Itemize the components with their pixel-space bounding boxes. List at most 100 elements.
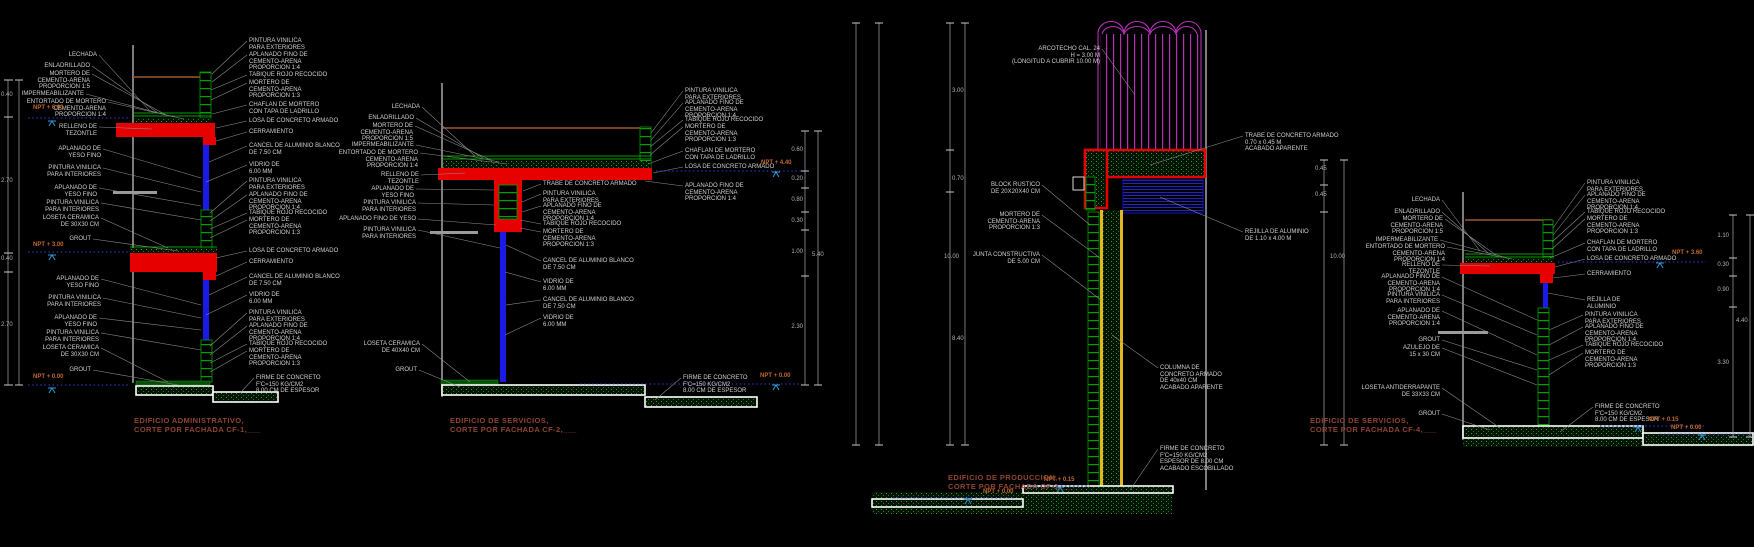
- leader-line: [107, 101, 185, 120]
- annotation-label: MORTERO DE CEMENTO-ARENA PROPORCION 1:3: [987, 212, 1040, 231]
- leader-line: [208, 145, 248, 163]
- annotation-label: ENLADRILLADO: [44, 63, 90, 69]
- annotation-label: CERRAMIENTO: [249, 259, 294, 265]
- leader-line: [1441, 276, 1538, 321]
- annotation-label: TRABE DE CONCRETO ARMADO 0.70 x 0.45 M A…: [1245, 133, 1339, 152]
- leader-line: [415, 144, 500, 163]
- leader-line: [100, 217, 169, 249]
- annotation-label: PINTURA VINILICA PARA EXTERIORES: [1587, 180, 1643, 193]
- annotation-label: CANCEL DE ALUMINIO BLANCO DE 7.50 CM: [249, 274, 340, 287]
- annotation-label: APLANADO DE YESO FINO: [56, 276, 99, 289]
- annotation-label: LOSETA ANTIDERRAPANTE DE 33X33 CM: [1361, 385, 1440, 398]
- leader-line: [1441, 413, 1491, 431]
- level-marker-icon: [1056, 486, 1064, 493]
- level-text: NPT + 6.00: [33, 105, 64, 111]
- dimension-text: 0.30: [1717, 262, 1729, 268]
- annotation-label: TABIQUE ROJO RECOCIDO: [543, 221, 622, 227]
- annotation-label: APLANADO DE CEMENTO-ARENA PROPORCION 1:4: [1387, 308, 1440, 327]
- leader-line: [215, 261, 248, 277]
- level-marker-icon: [1698, 434, 1706, 441]
- leader-line: [215, 131, 248, 142]
- annotation-label: RELLENO DE TEZONTLE: [1401, 262, 1440, 275]
- leader-line: [420, 172, 466, 176]
- leader-line: [210, 74, 248, 91]
- annotation-label: RELLENO DE TEZONTLE: [380, 172, 419, 185]
- annotation-label: MORTERO DE CEMENTO-ARENA PROPORCION 1:3: [249, 217, 302, 236]
- annotation-label: LECHADA: [391, 104, 420, 110]
- leader-line: [649, 126, 684, 156]
- leader-line: [98, 187, 202, 207]
- level-marker-icon: [772, 384, 780, 391]
- dimension-text: 2.70: [1, 322, 13, 328]
- dimension-text: 0.90: [1717, 287, 1729, 293]
- annotation-label: PINTURA VINILICA PARA INTERIORES: [45, 200, 99, 213]
- leader-line: [654, 377, 682, 401]
- leader-line: [215, 250, 248, 259]
- annotation-label: TABIQUE ROJO RECOCIDO: [249, 210, 328, 216]
- dimension-text: 0.30: [791, 218, 803, 224]
- annotation-label: APLANADO FINO DE CEMENTO-ARENA PROPORCIO…: [1587, 192, 1646, 211]
- leader-line: [91, 65, 159, 114]
- dimension-text: 10.00: [944, 254, 960, 260]
- annotation-label: LECHADA: [68, 52, 97, 58]
- title-cf3: EDIFICIO DE PRODUCCION, CORTE POR FACHAD…: [948, 473, 1075, 491]
- annotation-label: IMPERMEABILIZANTE: [21, 91, 84, 97]
- leader-line: [1129, 448, 1159, 491]
- leader-line: [211, 104, 248, 115]
- annotation-label: MORTERO DE CEMENTO-ARENA PROPORCION 1:3: [685, 124, 738, 143]
- dimension-text: 0.40: [1, 92, 13, 98]
- title-cf4: EDIFICIO DE SERVICIOS, CORTE POR FACHADA…: [1310, 416, 1437, 434]
- annotation-label: CERRAMIENTO: [249, 129, 294, 135]
- leader-line: [417, 202, 495, 206]
- level-marker-icon: [964, 498, 972, 505]
- annotation-label: FIRME DE CONCRETO F'C=150 KG/CM2 8.00 CM…: [1595, 404, 1660, 423]
- annotation-label: PINTURA VINILICA PARA EXTERIORES: [249, 310, 305, 323]
- annotation-label: PINTURA VINILICA PARA INTERIORES: [362, 200, 416, 213]
- annotation-label: TABIQUE ROJO RECOCIDO: [1585, 342, 1664, 348]
- annotation-label: REJILLA DE ALUMINIO DE 1.10 x 4.00 M: [1245, 229, 1309, 242]
- annotation-label: FIRME DE CONCRETO F'C=150 KG/CM2 ESPESOR…: [1160, 446, 1234, 472]
- leader-line: [210, 82, 248, 101]
- annotation-label: MORTERO DE CEMENTO-ARENA PROPORCION 1:3: [1585, 350, 1638, 369]
- dimension-text: 4.40: [1736, 318, 1748, 324]
- leader-line: [100, 347, 169, 383]
- dimension-text: 8.40: [952, 336, 964, 342]
- annotation-label: CHAFLAN DE MORTERO CON TAPA DE LADRILLO: [249, 102, 320, 115]
- leader-line: [519, 219, 542, 225]
- annotation-label: GROUT: [1418, 337, 1440, 343]
- annotation-label: PINTURA VINILICA PARA EXTERIORES: [249, 178, 305, 191]
- annotation-label: CANCEL DE ALUMINIO BLANCO DE 7.50 CM: [543, 258, 634, 271]
- level-text: NPT + 4.40: [761, 160, 792, 166]
- leader-line: [1441, 199, 1481, 252]
- annotation-label: LOSA DE CONCRETO ARMADO: [249, 248, 339, 254]
- leader-line: [208, 276, 248, 296]
- leader-line: [1548, 326, 1584, 346]
- leader-line: [418, 369, 461, 388]
- dimension-text: 0.80: [791, 197, 803, 203]
- annotation-label: PINTURA VINILICA PARA INTERIORES: [47, 165, 101, 178]
- leader-line: [209, 343, 248, 364]
- leader-line: [414, 125, 492, 161]
- leader-line: [1149, 135, 1244, 166]
- annotation-label: RELLENO DE TEZONTLE: [58, 124, 97, 137]
- title-cf1: EDIFICIO ADMINISTRATIVO, CORTE POR FACHA…: [134, 416, 261, 434]
- dimension-text: 2.70: [1, 178, 13, 184]
- leader-line: [647, 150, 684, 165]
- leader-line: [209, 212, 248, 230]
- level-marker-icon: [48, 387, 56, 394]
- leader-line: [215, 120, 248, 129]
- annotation-label: APLANADO DE YESO FINO: [58, 146, 101, 159]
- annotation-label: VIDRIO DE 6.00 MM: [249, 292, 280, 305]
- annotation-label: APLANADO FINO DE YESO: [339, 216, 416, 222]
- annotation-label: MORTERO DE CEMENTO-ARENA PROPORCION 1:3: [1587, 216, 1640, 235]
- dimension-text: 0.45: [1315, 166, 1327, 172]
- annotation-label: LOSA DE CONCRETO ARMADO: [685, 164, 775, 170]
- leader-line: [209, 180, 248, 214]
- annotation-label: LOSETA CERAMICA DE 30X30 CM: [42, 345, 99, 358]
- level-text: NPT + 0.00: [983, 489, 1014, 495]
- level-marker-icon: [1656, 262, 1664, 269]
- annotation-label: APLANADO FINO DE CEMENTO-ARENA PROPORCIO…: [249, 192, 308, 211]
- leader-line: [239, 377, 255, 394]
- leader-line: [504, 317, 542, 336]
